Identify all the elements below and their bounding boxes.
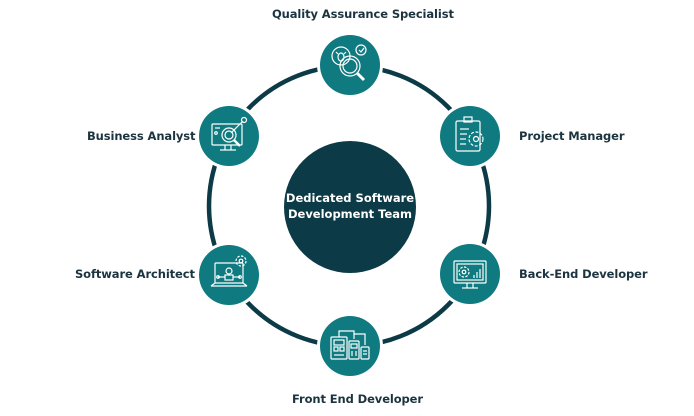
center-title-line-2: Development Team xyxy=(287,207,413,221)
label-quality-assurance: Quality Assurance Specialist xyxy=(272,7,454,21)
center-circle xyxy=(284,141,416,273)
node-project-manager xyxy=(437,103,503,169)
node-front-end-developer xyxy=(317,313,383,379)
monitor-analytics-icon xyxy=(211,116,248,151)
label-business-analyst: Business Analyst xyxy=(87,129,196,143)
node-software-architect xyxy=(196,242,262,308)
label-software-architect: Software Architect xyxy=(75,267,195,281)
responsive-devices-icon xyxy=(330,330,370,360)
clipboard-gear-icon xyxy=(455,116,484,152)
label-project-manager: Project Manager xyxy=(519,129,625,143)
center-title: Dedicated Software Development Team xyxy=(283,190,417,222)
node-quality-assurance xyxy=(317,32,383,98)
node-back-end-developer xyxy=(437,241,503,307)
laptop-architecture-icon xyxy=(210,255,248,287)
center-title-line-1: Dedicated Software xyxy=(285,191,415,205)
label-back-end-developer: Back-End Developer xyxy=(519,267,648,281)
label-front-end-developer: Front End Developer xyxy=(292,392,423,406)
monitor-gear-chart-icon xyxy=(453,260,487,289)
node-business-analyst xyxy=(196,103,262,169)
bug-magnifier-icon xyxy=(331,44,367,82)
